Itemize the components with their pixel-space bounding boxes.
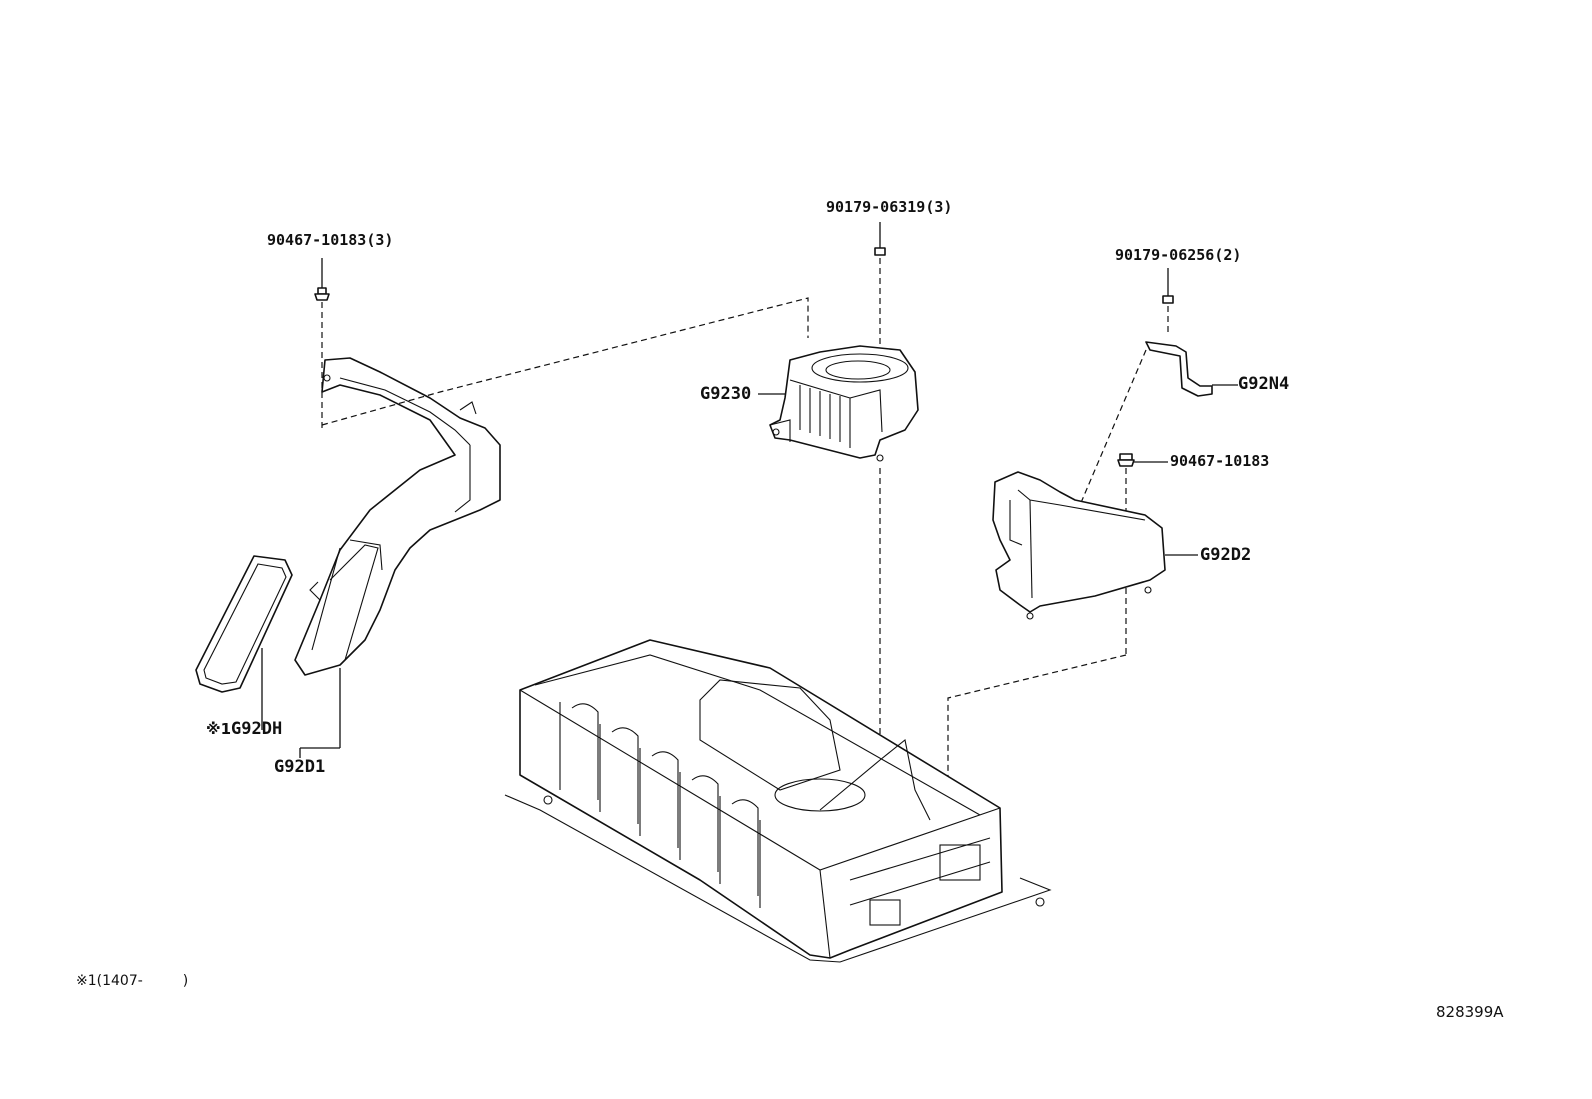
nut-top-icon (874, 222, 886, 256)
blower-icon (769, 345, 919, 462)
bolt-left-icon (314, 258, 330, 301)
callout-blower[interactable]: G9230 (700, 384, 752, 404)
footnote-mark: ※1 (76, 973, 97, 989)
callout-bolt-left[interactable]: 90467-10183(3) (267, 231, 394, 249)
battery-pack-icon (504, 639, 1052, 963)
gasket-icon (195, 555, 293, 693)
callout-gasket[interactable]: ※1G92DH (206, 720, 282, 738)
callout-duct-right[interactable]: G92D2 (1200, 545, 1252, 565)
bracket-icon (1145, 341, 1213, 397)
callout-nut-right[interactable]: 90179-06256(2) (1115, 246, 1242, 264)
footnote-text: (1407- (96, 973, 143, 989)
callout-nut-top[interactable]: 90179-06319(3) (826, 198, 953, 216)
right-duct-icon (992, 471, 1166, 620)
gasket-mark: ※1 (206, 720, 232, 738)
clip-right-icon (1117, 453, 1135, 467)
footnote-close: ) (182, 973, 189, 989)
gasket-label: G92DH (231, 719, 283, 739)
callout-bracket[interactable]: G92N4 (1238, 374, 1290, 394)
callout-duct-left[interactable]: G92D1 (274, 757, 326, 777)
footnote: ※1(1407-) (76, 973, 188, 989)
callout-clip-right[interactable]: 90467-10183 (1170, 452, 1270, 470)
diagram-id: 828399A (1436, 1003, 1504, 1021)
nut-right-icon (1162, 268, 1174, 304)
left-duct-icon (294, 357, 501, 676)
